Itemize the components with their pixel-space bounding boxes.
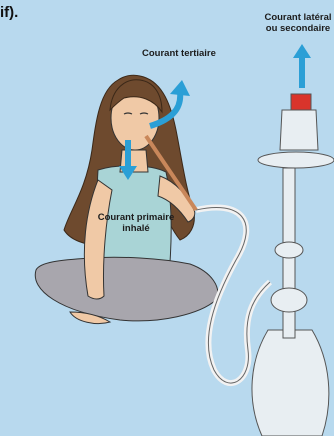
arrow-secondary-head [293, 44, 311, 58]
label-secondary-line1: Courant latéral [262, 12, 334, 23]
label-tertiary: Courant tertiaire [142, 48, 216, 59]
label-primary-line2: inhalé [96, 223, 176, 234]
label-secondary-line2: ou secondaire [262, 23, 334, 34]
arrow-tertiary-head [170, 80, 190, 96]
label-primary: Courant primaire inhalé [96, 212, 176, 234]
hookah-base [252, 330, 329, 436]
hookah-tray [258, 152, 334, 168]
label-secondary: Courant latéral ou secondaire [262, 12, 334, 34]
label-primary-line1: Courant primaire [96, 212, 176, 223]
hookah-bowl [280, 110, 318, 150]
legs [35, 257, 217, 321]
hookah-coal [291, 94, 311, 110]
